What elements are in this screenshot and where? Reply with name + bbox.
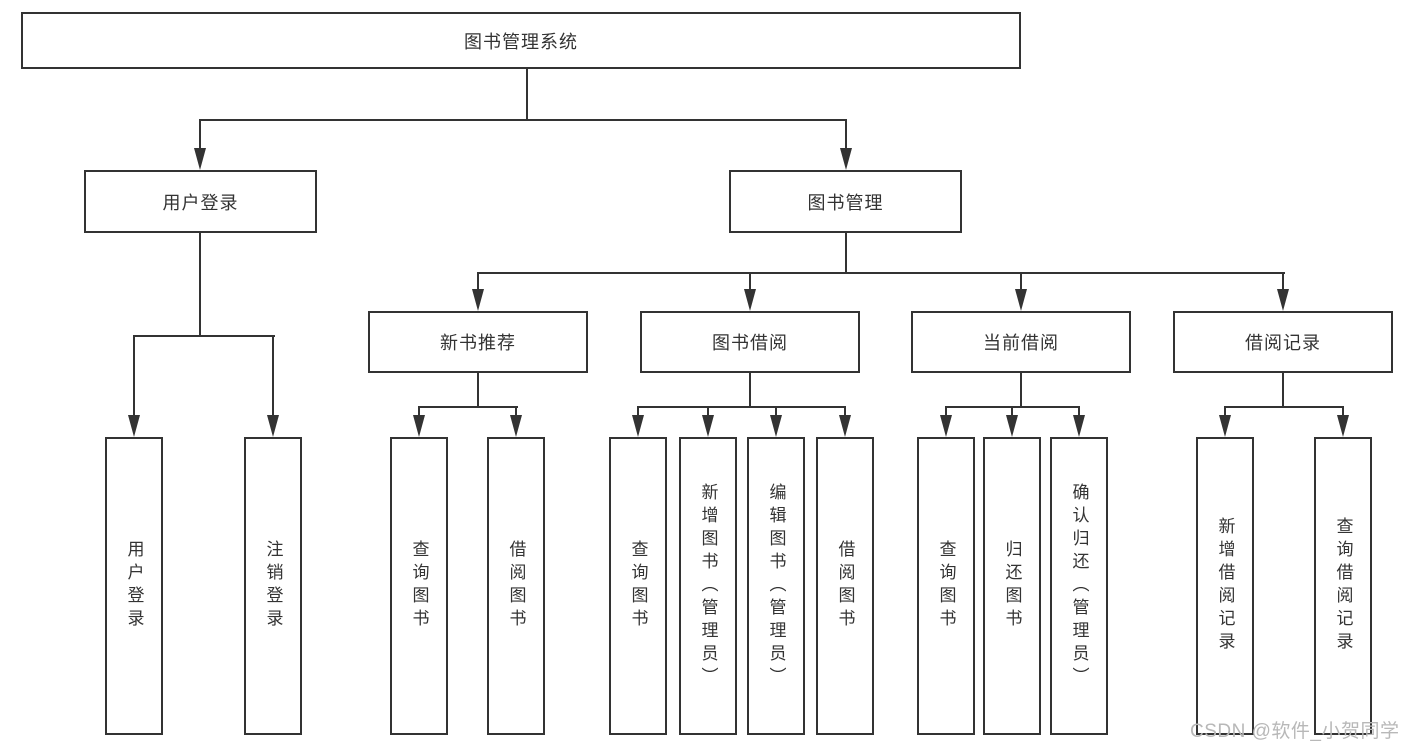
node-book-management: 图书管理 — [729, 170, 962, 233]
leaf-label: 新增借阅记录 — [1215, 517, 1235, 655]
connector-drop — [1011, 406, 1013, 415]
connector-root-stem — [526, 69, 528, 119]
connector-root-bar-right — [645, 119, 847, 121]
node-user-login: 用户登录 — [84, 170, 317, 233]
arrow-down-icon — [940, 415, 952, 437]
connector-drop — [945, 406, 947, 415]
node-book-borrowing: 图书借阅 — [640, 311, 860, 373]
leaf-query-books-recommend: 查询图书 — [390, 437, 448, 735]
leaf-label: 新增图书（管理员） — [698, 482, 718, 690]
arrow-down-icon — [744, 289, 756, 311]
leaf-confirm-return-admin: 确认归还（管理员） — [1050, 437, 1108, 735]
leaf-logout: 注销登录 — [244, 437, 302, 735]
leaf-label: 用户登录 — [124, 540, 144, 632]
connector-drop-user-login — [199, 119, 201, 148]
connector-userlogin-bar — [133, 335, 275, 337]
connector-bookmgmt-stem — [845, 233, 847, 274]
leaf-add-borrow-record: 新增借阅记录 — [1196, 437, 1254, 735]
leaf-label: 确认归还（管理员） — [1069, 482, 1089, 690]
connector-drop — [418, 406, 420, 415]
arrow-down-icon — [1015, 289, 1027, 311]
arrow-down-icon — [194, 148, 206, 170]
arrow-down-icon — [1277, 289, 1289, 311]
arrow-down-icon — [1219, 415, 1231, 437]
connector-group1-stem — [477, 373, 479, 408]
connector-group1-bar — [418, 406, 518, 408]
node-current-borrowing: 当前借阅 — [911, 311, 1131, 373]
connector-drop — [1224, 406, 1226, 415]
leaf-label: 借阅图书 — [835, 540, 855, 632]
leaf-label: 归还图书 — [1002, 540, 1022, 632]
connector-drop — [1342, 406, 1344, 415]
leaf-label: 注销登录 — [263, 540, 283, 632]
leaf-borrow-books-borrowing: 借阅图书 — [816, 437, 874, 735]
arrow-down-icon — [413, 415, 425, 437]
connector-drop — [844, 406, 846, 415]
arrow-down-icon — [770, 415, 782, 437]
leaf-label: 查询图书 — [409, 540, 429, 632]
connector-group4-bar — [1224, 406, 1344, 408]
connector-group2-bar — [637, 406, 846, 408]
leaf-return-books: 归还图书 — [983, 437, 1041, 735]
connector-drop — [707, 406, 709, 415]
leaf-label: 借阅图书 — [506, 540, 526, 632]
connector-drop — [1282, 272, 1284, 289]
node-new-book-recommend: 新书推荐 — [368, 311, 588, 373]
node-borrowing-records: 借阅记录 — [1173, 311, 1393, 373]
connector-group4-stem — [1282, 373, 1284, 408]
arrow-down-icon — [839, 415, 851, 437]
arrow-down-icon — [267, 415, 279, 437]
leaf-edit-books-admin: 编辑图书（管理员） — [747, 437, 805, 735]
arrow-down-icon — [1073, 415, 1085, 437]
connector-userlogin-stem — [199, 233, 201, 337]
connector-drop — [1078, 406, 1080, 415]
connector-drop — [133, 335, 135, 415]
connector-drop-book-management — [845, 119, 847, 148]
arrow-down-icon — [510, 415, 522, 437]
leaf-add-books-admin: 新增图书（管理员） — [679, 437, 737, 735]
node-library-management-system: 图书管理系统 — [21, 12, 1021, 69]
arrow-down-icon — [128, 415, 140, 437]
leaf-query-books-current: 查询图书 — [917, 437, 975, 735]
arrow-down-icon — [702, 415, 714, 437]
connector-drop — [749, 272, 751, 289]
arrow-down-icon — [840, 148, 852, 170]
connector-drop — [272, 335, 274, 415]
connector-drop — [1020, 272, 1022, 289]
csdn-watermark: CSDN @软件_小贺同学 — [1190, 721, 1400, 742]
connector-group2-stem — [749, 373, 751, 408]
leaf-user-login: 用户登录 — [105, 437, 163, 735]
connector-group3-stem — [1020, 373, 1022, 408]
connector-root-bar-left — [199, 119, 647, 121]
arrow-down-icon — [632, 415, 644, 437]
arrow-down-icon — [1006, 415, 1018, 437]
leaf-label: 编辑图书（管理员） — [766, 482, 786, 690]
connector-drop — [775, 406, 777, 415]
connector-drop — [477, 272, 479, 289]
connector-drop — [515, 406, 517, 415]
leaf-label: 查询图书 — [936, 540, 956, 632]
connector-drop — [637, 406, 639, 415]
leaf-label: 查询借阅记录 — [1333, 517, 1353, 655]
arrow-down-icon — [472, 289, 484, 311]
leaf-query-borrow-record: 查询借阅记录 — [1314, 437, 1372, 735]
arrow-down-icon — [1337, 415, 1349, 437]
leaf-label: 查询图书 — [628, 540, 648, 632]
connector-bookmgmt-bar — [477, 272, 1285, 274]
leaf-query-books-borrowing: 查询图书 — [609, 437, 667, 735]
leaf-borrow-books-recommend: 借阅图书 — [487, 437, 545, 735]
